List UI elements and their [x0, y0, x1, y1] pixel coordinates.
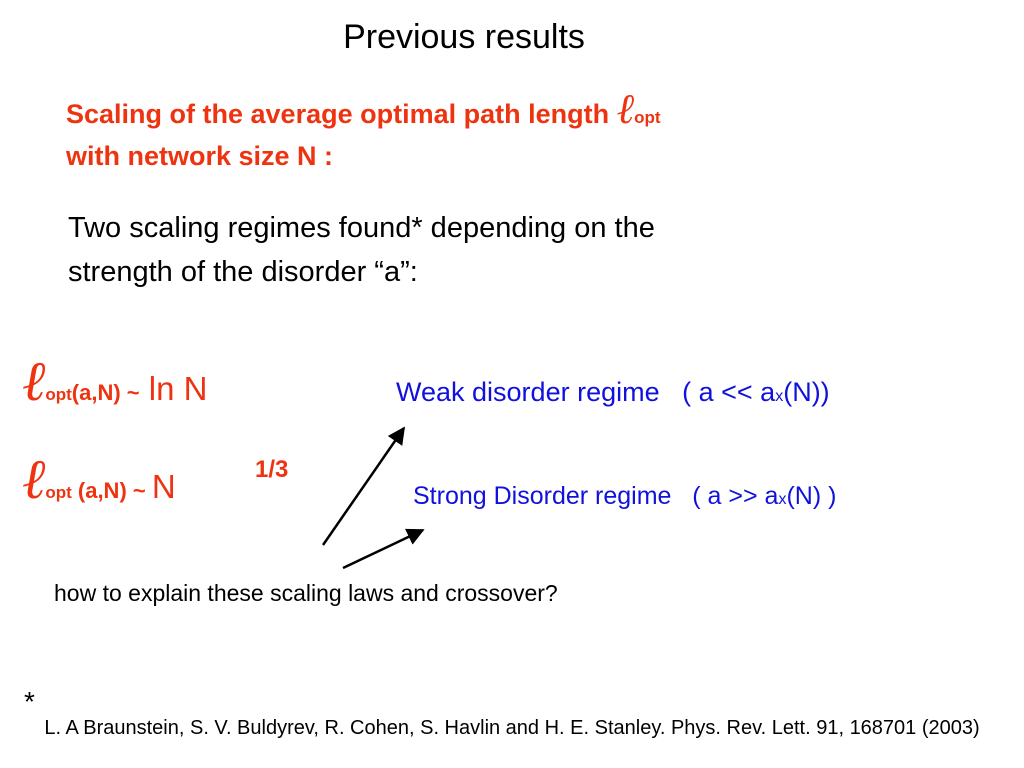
formula1-rhs: ln N [139, 370, 208, 407]
weak-regime-cond-suffix: (N)) [783, 377, 830, 407]
weak-disorder-regime: Weak disorder regime ( a << ax(N)) [396, 377, 830, 408]
formula-power-law: ℓopt (a,N) ~ N [22, 448, 176, 512]
slide-title: Previous results [343, 18, 585, 56]
formula2-ell-symbol: ℓ [22, 449, 46, 511]
formula2-rhs: N [151, 468, 176, 505]
weak-regime-label: Weak disorder regime [396, 377, 660, 407]
formula-ln-n: ℓopt(a,N) ~ ln N [22, 350, 207, 414]
heading-line1: Scaling of the average optimal path leng… [66, 86, 661, 134]
paragraph-line1: Two scaling regimes found* depending on … [68, 212, 655, 244]
weak-regime-cond-sub: x [775, 388, 784, 405]
ell-subscript: opt [634, 108, 661, 127]
formula2-exponent: 1/3 [255, 456, 289, 483]
formula2-subscript: opt [45, 483, 72, 502]
strong-regime-cond-sub: x [778, 491, 787, 508]
paragraph-line2: strength of the disorder “a”: [68, 256, 418, 288]
arrow-to-strong-regime [342, 528, 425, 570]
footnote-mark: * [24, 686, 35, 717]
strong-regime-label: Strong Disorder regime [413, 482, 672, 510]
heading-line2: with network size N : [66, 141, 334, 171]
paragraph: Two scaling regimes found* depending on … [68, 206, 655, 294]
ell-symbol: ℓ [616, 87, 635, 133]
formula1-ell-symbol: ℓ [22, 351, 46, 413]
reference-citation: L. A Braunstein, S. V. Buldyrev, R. Cohe… [44, 717, 980, 739]
strong-regime-cond-prefix: ( a >> a [692, 482, 779, 510]
arrow-to-weak-regime [321, 426, 406, 546]
weak-regime-cond-prefix: ( a << a [682, 377, 776, 407]
strong-regime-cond-suffix: (N) ) [786, 482, 837, 510]
strong-disorder-regime: Strong Disorder regime ( a >> ax(N) ) [413, 482, 836, 511]
formula1-subscript: opt [45, 385, 72, 404]
question-text: how to explain these scaling laws and cr… [54, 580, 558, 606]
heading-text: Scaling of the average optimal path leng… [66, 99, 610, 129]
formula2-args: (a,N) ~ [71, 478, 152, 503]
formula1-args: (a,N) ~ [71, 380, 140, 405]
